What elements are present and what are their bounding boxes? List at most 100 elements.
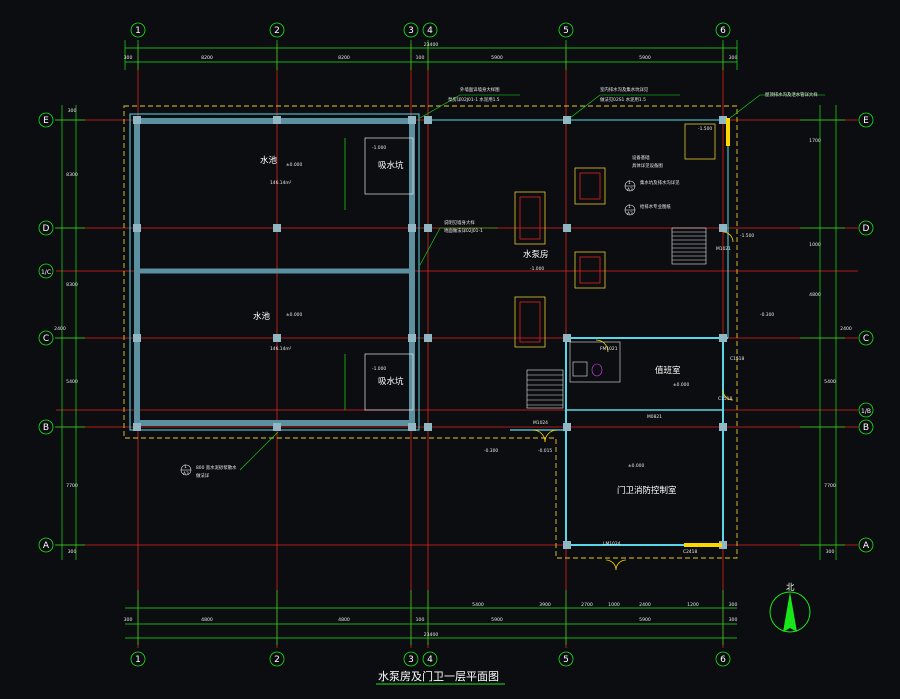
room-pool-top-area: 146.14m² (270, 180, 292, 186)
axis-label-6-bottom: 6 (720, 655, 726, 665)
dimension-lines (55, 40, 845, 645)
axis-bubbles-right (858, 112, 874, 553)
axis-label-d-right: D (863, 224, 870, 234)
door-code-m4: M1021 (716, 246, 731, 252)
dim-bottom-row2-2: 4800 (201, 617, 213, 623)
axis-grid (56, 44, 858, 648)
dim-left-3: 8300 (66, 282, 78, 288)
door-code-m6: C2418 (683, 549, 697, 555)
dim-right-1: 1700 (809, 138, 821, 144)
door-code-m2: FM1021 (600, 346, 618, 352)
doors (532, 231, 734, 571)
axis-label-e-left: E (43, 116, 49, 126)
note-11: 说明见墙身大样 (444, 219, 475, 226)
note-10: 做法详 (196, 472, 210, 479)
axis-bubbles-bottom (130, 651, 731, 667)
building-outline (123, 105, 738, 559)
axis-label-b-right: B (863, 423, 869, 433)
dim-bottom-row2-3: 4800 (338, 617, 350, 623)
window-c2418 (684, 543, 722, 547)
dim-bottom-row1-5: 2400 (639, 602, 651, 608)
note-9: 800 宽水泥砂浆散水 (196, 464, 237, 471)
dim-left-2: 8300 (66, 172, 78, 178)
level-stair-top: -1.500 (698, 126, 712, 132)
dim-left-5: 5400 (66, 379, 78, 385)
note-7: 集水坑及排水沟详见 (640, 179, 680, 186)
room-sump-bottom: 吸水坑 (378, 376, 404, 387)
dim-bottom-row2-7: 300 (729, 617, 738, 623)
detail-ref-6: A3 (627, 211, 633, 217)
room-pool-top-level: ±0.000 (286, 162, 302, 168)
walls (129, 113, 729, 546)
drawing-title: 水泵房及门卫一层平面图 (378, 669, 499, 683)
axis-label-1c-left: 1/C (41, 269, 51, 276)
detail-ref-2: A3 (183, 471, 189, 477)
dim-bottom-row2-1: 300 (124, 617, 133, 623)
note-4: 做法见02S1 水泥用1.5 (600, 96, 646, 103)
columns (133, 116, 727, 549)
room-guard-level: ±0.000 (628, 463, 644, 469)
detail-bubbles (180, 180, 636, 476)
dim-bottom-overall: 23400 (424, 632, 439, 638)
axis-label-3-bottom: 3 (408, 655, 414, 665)
door-code-m5: LM1024 (603, 541, 621, 547)
note-13: 屋顶排水沟及泄水管详大样 (765, 91, 818, 98)
stairs (526, 227, 707, 409)
room-pump: 水泵房 (523, 249, 549, 260)
note-2: 泵房详02J01-1 水泥用1.5 (448, 96, 500, 103)
axis-label-1-bottom: 1 (135, 655, 141, 665)
note-6: 具体详见设备图 (632, 162, 663, 169)
axis-label-1b-right: 1/B (861, 408, 871, 415)
dim-left-1: 300 (68, 108, 77, 114)
sump-pits (344, 137, 414, 411)
note-3: 室内排水沟及集水坑详见 (600, 86, 649, 93)
axis-label-3-top: 3 (408, 26, 414, 36)
level-entry-mid: -0.015 (538, 448, 552, 454)
dim-top-seg-7: 300 (729, 55, 738, 61)
room-duty: 值班室 (655, 365, 681, 376)
window-top-right (726, 118, 730, 146)
axis-bubbles-top (130, 22, 731, 38)
dim-bottom-row1-7: 300 (729, 602, 738, 608)
room-sump-top: 吸水坑 (378, 160, 404, 171)
dim-top-seg-2: 8200 (201, 55, 213, 61)
dim-right-6: 7700 (824, 483, 836, 489)
axis-label-2-bottom: 2 (274, 655, 280, 665)
room-pool-bottom-area: 146.14m² (270, 346, 292, 352)
detail-ref-4: A3 (627, 187, 633, 193)
detail-ref-3: 1 (628, 180, 631, 186)
dim-right-4: 2400 (840, 326, 852, 332)
dim-left-6: 7700 (66, 483, 78, 489)
axis-label-e-right: E (863, 116, 869, 126)
room-pump-level: -1.000 (530, 266, 544, 272)
door-code-m3: M0821 (647, 414, 662, 420)
wc-fixtures (569, 341, 621, 383)
dim-top-seg-3: 8200 (338, 55, 350, 61)
door-code-m1: M1024 (533, 420, 548, 426)
dim-bottom-row1-4: 1000 (608, 602, 620, 608)
dim-top-overall: 23400 (424, 42, 439, 48)
note-1: 外墙面详墙身大样图 (460, 86, 500, 93)
room-pool-top: 水池 (260, 155, 278, 166)
axis-label-5-top: 5 (563, 26, 569, 36)
room-pool-bottom: 水池 (253, 311, 271, 322)
dim-bottom-row2-5: 5900 (491, 617, 503, 623)
axis-label-b-left: B (43, 423, 49, 433)
dim-top-seg-6: 5900 (639, 55, 651, 61)
level-entry-left: -0.300 (484, 448, 498, 454)
door-code-m7: C1518 (718, 396, 732, 402)
dim-right-7: 300 (826, 549, 835, 555)
level-right-upper: -1.500 (740, 233, 754, 239)
axis-bubbles-left (38, 112, 54, 553)
axis-label-6-top: 6 (720, 26, 726, 36)
north-arrow-icon (769, 591, 811, 633)
axis-label-a-left: A (43, 541, 50, 551)
note-5: 设备基础 (632, 154, 650, 161)
axis-label-4-top: 4 (427, 26, 433, 36)
dim-right-2: 1000 (809, 242, 821, 248)
dim-bottom-row1-1: 5400 (472, 602, 484, 608)
room-pool-bottom-level: ±0.000 (286, 312, 302, 318)
dim-bottom-row1-2: 3900 (539, 602, 551, 608)
axis-label-a-right: A (863, 541, 870, 551)
